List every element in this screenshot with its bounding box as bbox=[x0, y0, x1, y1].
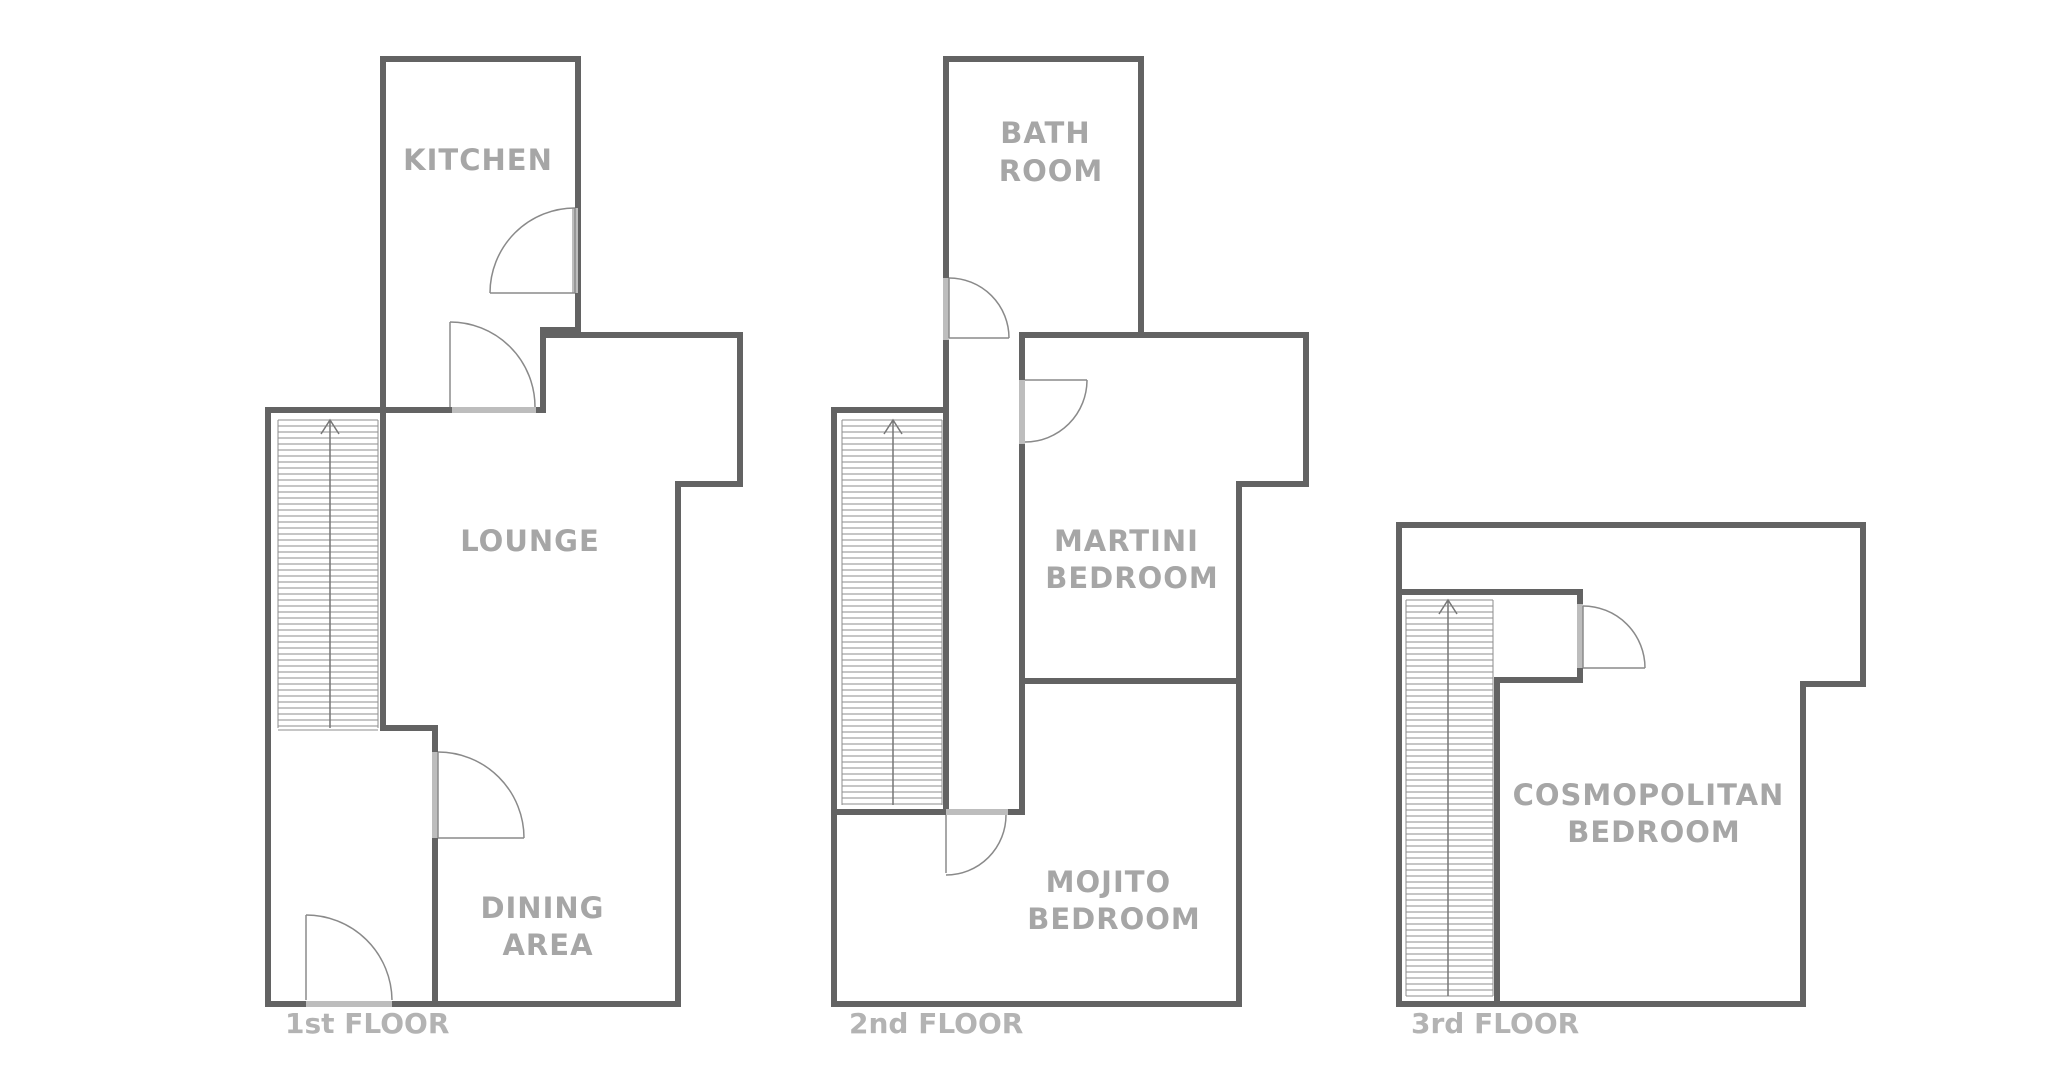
first-floor-stairs bbox=[277, 418, 379, 728]
room-label-martini-bedroom: MARTINI BEDROOM bbox=[1045, 524, 1218, 595]
first-floor-plan: KITCHEN LOUNGE DINING AREA 1st FLOOR bbox=[265, 56, 743, 1040]
second-floor-plan: BATH ROOM MARTINI BEDROOM MOJITO BEDROOM… bbox=[831, 56, 1309, 1040]
room-label-cosmopolitan-bedroom: COSMOPOLITAN BEDROOM bbox=[1513, 778, 1796, 849]
third-floor-outer-walls bbox=[1396, 522, 1866, 1007]
floor-label-2nd: 2nd FLOOR bbox=[849, 1007, 1023, 1040]
kitchen-lounge-door[interactable] bbox=[449, 321, 536, 413]
stair-direction-arrow bbox=[320, 418, 340, 728]
second-floor-outer-walls bbox=[831, 56, 1309, 1007]
kitchen-lounge-wall bbox=[380, 327, 546, 413]
stair-direction-arrow bbox=[883, 418, 903, 805]
floor-label-3rd: 3rd FLOOR bbox=[1411, 1007, 1579, 1040]
stair-lounge-wall bbox=[380, 407, 438, 1007]
first-floor-outer-walls bbox=[265, 56, 743, 1007]
kitchen-door[interactable] bbox=[489, 207, 578, 294]
room-label-mojito-bedroom: MOJITO BEDROOM bbox=[1027, 865, 1200, 936]
room-label-lounge: LOUNGE bbox=[460, 524, 600, 558]
stair-direction-arrow bbox=[1438, 598, 1458, 996]
mojito-bedroom-door[interactable] bbox=[945, 809, 1008, 876]
cosmopolitan-bedroom-door[interactable] bbox=[1577, 604, 1646, 669]
bathroom-door[interactable] bbox=[943, 277, 1010, 340]
second-floor-stairs bbox=[841, 418, 943, 805]
lounge-dining-door[interactable] bbox=[432, 751, 525, 839]
third-floor-landing-wall bbox=[1396, 589, 1583, 1007]
front-door[interactable] bbox=[305, 914, 393, 1007]
room-label-kitchen: KITCHEN bbox=[403, 143, 553, 177]
martini-bedroom-door[interactable] bbox=[1019, 379, 1088, 444]
floor-label-1st: 1st FLOOR bbox=[285, 1007, 449, 1040]
third-floor-stairs bbox=[1405, 598, 1494, 997]
room-label-bathroom: BATH ROOM bbox=[999, 116, 1104, 188]
room-label-dining-area: DINING AREA bbox=[480, 891, 615, 962]
third-floor-plan: COSMOPOLITAN BEDROOM 3rd FLOOR bbox=[1396, 522, 1866, 1040]
